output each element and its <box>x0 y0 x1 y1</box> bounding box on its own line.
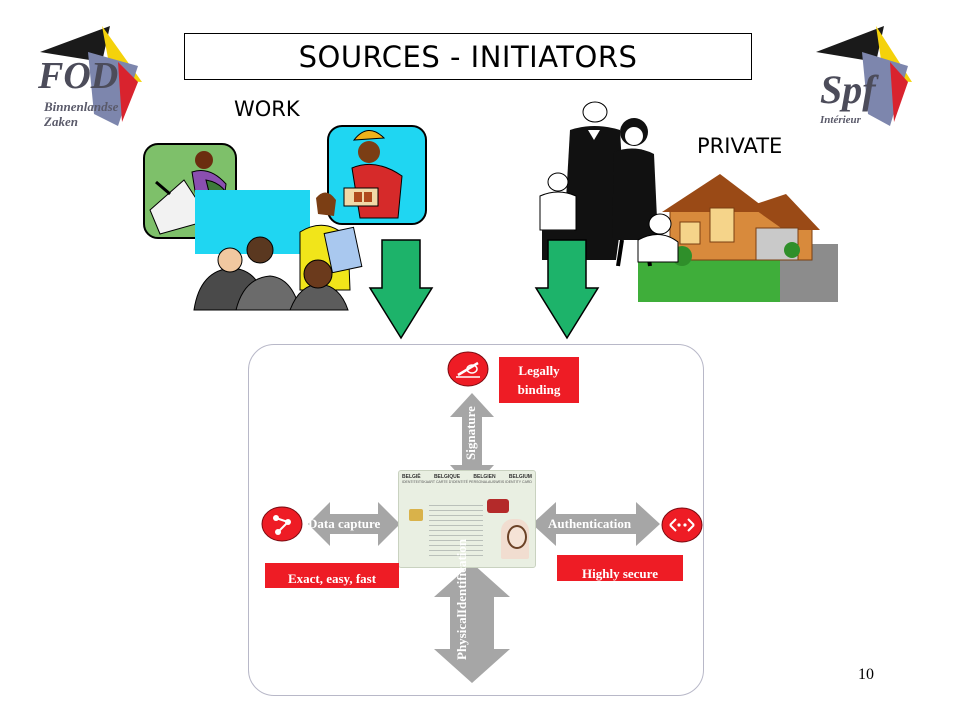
fod-logo-line2: Zaken <box>44 114 78 129</box>
card-sub-fr: CARTE D'IDENTITÉ <box>436 480 468 484</box>
legally-binding-text: Legally binding <box>517 363 561 397</box>
data-capture-label: Data capture <box>308 516 381 531</box>
spf-logo: Spf Intérieur <box>808 22 918 132</box>
fod-logo-main: FOD <box>38 55 119 97</box>
eid-functions-panel <box>248 344 704 696</box>
diagram-arrows <box>308 393 660 683</box>
authentication-label: Authentication <box>548 516 632 531</box>
work-clipart <box>143 125 427 311</box>
private-clipart <box>539 101 838 302</box>
fod-logo-shape <box>40 26 142 126</box>
highly-secure-badge: Highly secure <box>557 555 683 581</box>
card-header-fr: BELGIQUE <box>433 474 461 480</box>
page-title: SOURCES - INITIATORS <box>184 33 752 80</box>
spf-logo-shape <box>816 26 912 126</box>
card-header-de: BELGIEN <box>473 474 496 480</box>
private-label: PRIVATE <box>697 134 783 158</box>
physical-identification-label: Physical Identification <box>454 539 469 660</box>
legally-binding-badge: Legally binding <box>499 357 579 403</box>
card-header-nl: BELGIË <box>402 474 421 480</box>
card-photo-face <box>507 525 527 549</box>
exact-easy-fast-text: Exact, easy, fast <box>287 570 377 586</box>
signature-label: Signature <box>463 406 478 460</box>
card-sub-en: IDENTITY CARD <box>505 480 532 484</box>
work-label: WORK <box>234 97 300 121</box>
card-chip <box>409 509 423 521</box>
green-arrow-left <box>368 239 434 340</box>
physical-identification-arrow <box>434 563 510 683</box>
signature-arrow <box>450 393 494 489</box>
page-number: 10 <box>858 666 874 683</box>
highly-secure-text: Highly secure <box>582 566 658 581</box>
spf-logo-line1: Intérieur <box>820 114 861 126</box>
data-capture-icon <box>261 506 303 542</box>
page-title-text: SOURCES - INITIATORS <box>298 39 638 74</box>
authentication-arrow <box>532 502 660 546</box>
green-arrow-right <box>534 239 600 340</box>
fod-logo-line1: Binnenlandse <box>44 99 119 114</box>
fod-logo: FOD Binnenlandse Zaken <box>32 22 162 132</box>
physical-label-line2: Identification <box>454 538 469 614</box>
belgian-id-card: BELGIË BELGIQUE BELGIEN BELGIUM IDENTITE… <box>398 470 536 568</box>
spf-logo-main: Spf <box>820 67 876 112</box>
card-header-en: BELGIUM <box>508 474 532 480</box>
card-sub-de: PERSONALAUSWEIS <box>468 480 505 484</box>
card-flag-map <box>487 499 509 513</box>
authentication-icon <box>661 507 703 543</box>
card-text-lines <box>429 501 483 559</box>
exact-easy-fast-badge: Exact, easy, fast <box>265 563 399 588</box>
data-capture-arrow <box>308 502 400 546</box>
signature-icon <box>447 351 489 387</box>
physical-label-line1: Physical <box>454 613 469 660</box>
card-sub-nl: IDENTITEITSKAART <box>402 480 435 484</box>
